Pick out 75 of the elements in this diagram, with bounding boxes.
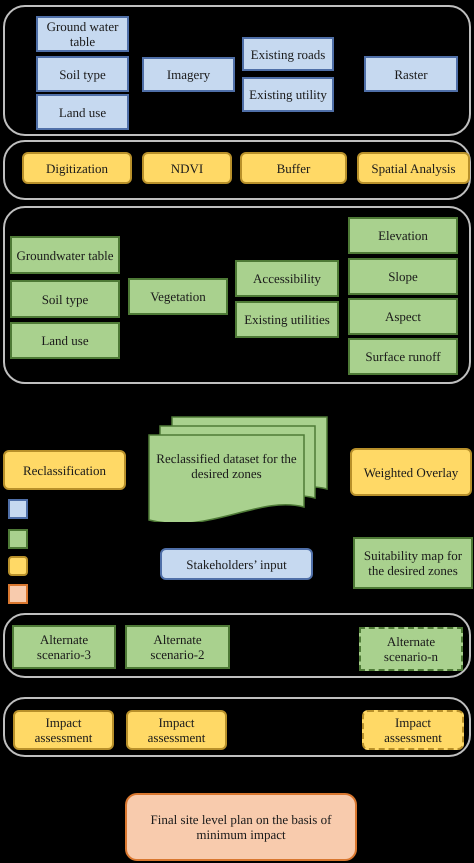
process-box [3,450,126,490]
group-panel [3,140,471,200]
input-box [160,548,313,580]
process-box [362,710,464,750]
box-label: Raster [394,66,428,82]
box-label: Vegetation [150,289,206,304]
legend-swatch [8,556,28,576]
box-label: Impact assessment [34,715,94,745]
box-label: Stakeholders’ input [186,556,287,572]
group-panel [3,206,471,384]
box-label: Suitability map for the desired zones [362,548,464,578]
group-panel [3,613,471,678]
output-box [348,298,458,335]
box-label: Alternate scenario-2 [149,632,206,662]
output-box [10,322,120,359]
box-label: Alternate scenario-n [382,634,440,664]
group-panel [3,5,471,136]
input-box [242,37,334,71]
process-box [357,152,470,184]
output-box [235,260,339,297]
input-box [242,77,334,112]
box-label: Reclassified dataset for the desired zones [155,451,298,481]
process-box [22,152,132,184]
input-box [36,56,129,92]
box-label: Soil type [59,66,106,82]
box-label: Impact assessment [383,715,443,745]
output-box [10,280,120,318]
box-label: Impact assessment [146,715,206,745]
process-box [13,710,114,750]
box-label: Accessibility [253,271,321,286]
output-box [10,236,120,274]
output-box [348,258,458,295]
box-label: Weighted Overlay [364,464,458,480]
output-box [125,625,230,669]
output-box [353,537,473,589]
box-label: Imagery [166,67,210,82]
output-box [359,627,463,671]
input-box [364,56,458,92]
box-label: NDVI [170,160,204,176]
output-box [348,338,458,375]
input-box [142,57,235,92]
box-label: Slope [388,269,418,284]
box-label: Surface runoff [365,349,441,364]
box-label: Reclassification [22,462,106,478]
process-box [350,448,472,496]
input-box [36,16,129,52]
box-label: Groundwater table [16,248,114,262]
box-label: Existing roads [250,46,326,62]
box-label: Existing utilities [244,312,330,327]
box-label: Aspect [384,309,422,324]
input-box [36,94,129,130]
output-box [235,301,339,338]
box-label: Alternate scenario-3 [36,632,92,662]
legend-swatch [8,499,28,519]
box-label: Ground water table [46,19,120,49]
box-label: Soil type [42,292,88,306]
legend-swatch [8,529,28,549]
box-label: Existing utility [249,87,327,102]
output-box [12,625,116,669]
document-stack [148,416,328,522]
box-label: Final site level plan on the basis of minimum impact [150,812,332,842]
output-box [128,278,228,315]
box-label: Digitization [46,160,108,176]
box-label: Buffer [276,160,310,176]
process-box [142,152,232,184]
group-panel [3,697,471,757]
box-label: Land use [41,333,89,348]
box-label: Elevation [378,228,428,243]
output-box [348,217,458,254]
box-label: Land use [58,104,106,120]
legend-swatch [8,584,28,604]
box-label: Spatial Analysis [371,160,456,176]
process-box [126,710,227,750]
final-box [125,793,357,861]
process-box [240,152,347,184]
